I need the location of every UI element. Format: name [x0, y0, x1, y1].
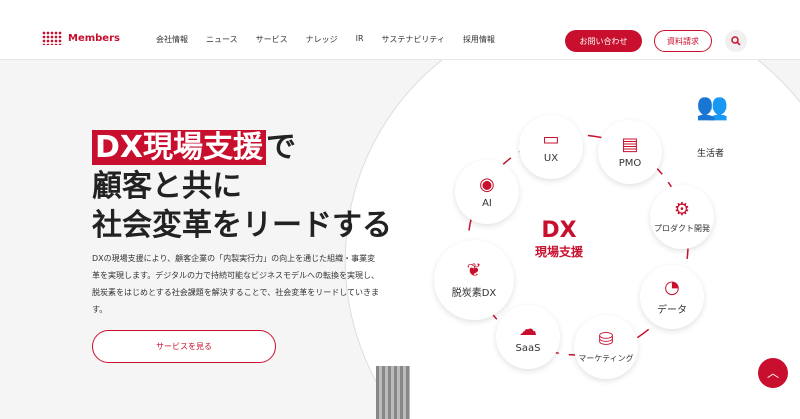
nav-services[interactable]: サービス [255, 35, 288, 44]
node-label: SaaS [515, 343, 541, 354]
node-pmo[interactable]: ▤ PMO [598, 120, 662, 184]
presentation-icon: ▤ [621, 134, 639, 155]
center-title: DX [541, 218, 577, 243]
main-nav: 会社情報 ニュース サービス ナレッジ IR サステナビリティ 採用情報 [156, 34, 513, 45]
search-icon [731, 36, 741, 46]
node-ai[interactable]: ◉ AI [455, 160, 519, 224]
cloud-icon: ☁ [519, 319, 537, 340]
logo[interactable]: Members [42, 31, 120, 45]
nav-knowledge[interactable]: ナレッジ [305, 35, 338, 44]
node-label: AI [482, 198, 492, 209]
diagram-center: DX 現場支援 [535, 218, 583, 260]
people-icon: 👥 [696, 92, 729, 122]
ai-head-icon: ◉ [479, 174, 495, 195]
search-button[interactable] [725, 30, 747, 52]
node-label: 脱炭素DX [451, 288, 497, 299]
title-highlight: DX現場支援 [92, 130, 267, 165]
nav-sustainability[interactable]: サステナビリティ [381, 35, 445, 44]
node-ux[interactable]: ▭ UX [519, 115, 583, 179]
chart-icon: ◔ [664, 277, 680, 298]
header: Members 会社情報 ニュース サービス ナレッジ IR サステナビリティ … [0, 0, 800, 60]
node-label: UX [543, 153, 559, 164]
node-label: マーケティング [578, 354, 634, 363]
nav-company[interactable]: 会社情報 [156, 35, 188, 44]
sprout-hand-icon: ❦ [466, 260, 482, 281]
node-marketing[interactable]: ⛁ マーケティング [574, 315, 638, 379]
node-label: データ [657, 305, 687, 316]
contact-button[interactable]: お問い合わせ [565, 30, 642, 52]
title-line-2: 顧客と共に [92, 169, 242, 204]
node-product-dev[interactable]: ⚙ プロダクト開発 [650, 185, 714, 249]
monitor-icon: ▭ [542, 129, 560, 150]
nav-ir[interactable]: IR [355, 34, 364, 43]
hero-title: DX現場支援で 顧客と共に 社会変革をリードする [92, 128, 392, 245]
outer-ring-right-arc [757, 60, 800, 418]
logo-icon [42, 31, 62, 45]
outer-ring-fill [345, 60, 800, 419]
node-data[interactable]: ◔ データ [640, 265, 704, 329]
node-label: PMO [618, 158, 642, 169]
title-line-3: 社会変革をリードする [92, 208, 392, 243]
chevron-up-icon: ︿ [766, 366, 779, 380]
nav-news[interactable]: ニュース [206, 35, 238, 44]
logo-text: Members [68, 32, 120, 44]
services-button[interactable]: サービスを見る [92, 330, 276, 363]
scroll-top-button[interactable]: ︿ [758, 358, 788, 388]
document-request-button[interactable]: 資料請求 [654, 30, 712, 52]
hero-description: DXの現場支援により、顧客企業の「内製実行力」の向上を通じた組織・事業変革を実現… [92, 254, 380, 314]
center-subtitle: 現場支援 [535, 245, 584, 259]
title-suffix: で [266, 130, 297, 165]
outer-ring-left-arc [344, 60, 443, 419]
node-saas[interactable]: ☁ SaaS [496, 305, 560, 369]
node-decarbon-dx[interactable]: ❦ 脱炭素DX [434, 240, 514, 320]
database-search-icon: ⛁ [598, 329, 614, 350]
building-icon [376, 366, 410, 419]
gear-icon: ⚙ [673, 199, 691, 220]
consumer-label: 生活者 [697, 149, 725, 159]
node-label: プロダクト開発 [654, 224, 710, 233]
nav-recruit[interactable]: 採用情報 [462, 35, 495, 44]
